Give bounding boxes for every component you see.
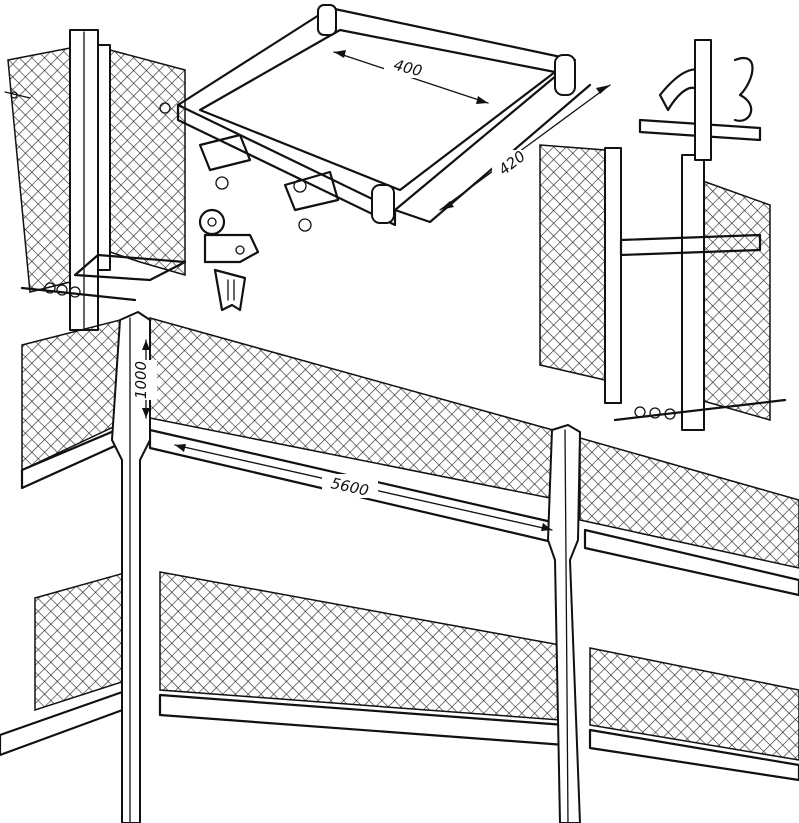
- mesh-panel-left-side: [109, 49, 186, 276]
- post-main-left: [111, 311, 151, 823]
- mesh-panel-upper-center: [149, 317, 561, 501]
- mesh-panel-right-back: [539, 144, 606, 381]
- dimension-400: 400: [333, 50, 489, 104]
- guardrail-assembly: 1000 5600: [0, 311, 799, 823]
- post-right-detail: [681, 154, 705, 431]
- mesh-panel-lower-center: [159, 571, 561, 721]
- wing-nut-clamps: [159, 102, 340, 232]
- frame-corner-clamp: [371, 184, 395, 224]
- mesh-panel-right-side: [699, 178, 771, 421]
- post-main-right: [547, 424, 581, 823]
- clamp-bolts-left: [44, 282, 81, 298]
- mesh-panel-left-back: [7, 47, 71, 293]
- wing-nut-detail: [198, 208, 260, 312]
- dimension-5600: 5600: [174, 444, 553, 531]
- dimension-1000: 1000: [132, 339, 157, 419]
- frame-detail: 400 420: [159, 4, 611, 232]
- post-detail-right: [539, 39, 787, 431]
- clamp-bolts-right: [634, 406, 676, 420]
- dimension-420: 420: [439, 84, 611, 211]
- mesh-panel-upper-right: [579, 437, 799, 569]
- mesh-panel-lower-left: [34, 571, 129, 712]
- mesh-panel-lower-right: [589, 647, 799, 761]
- post-detail-left: [4, 29, 187, 331]
- dimension-label-1000: 1000: [132, 361, 150, 399]
